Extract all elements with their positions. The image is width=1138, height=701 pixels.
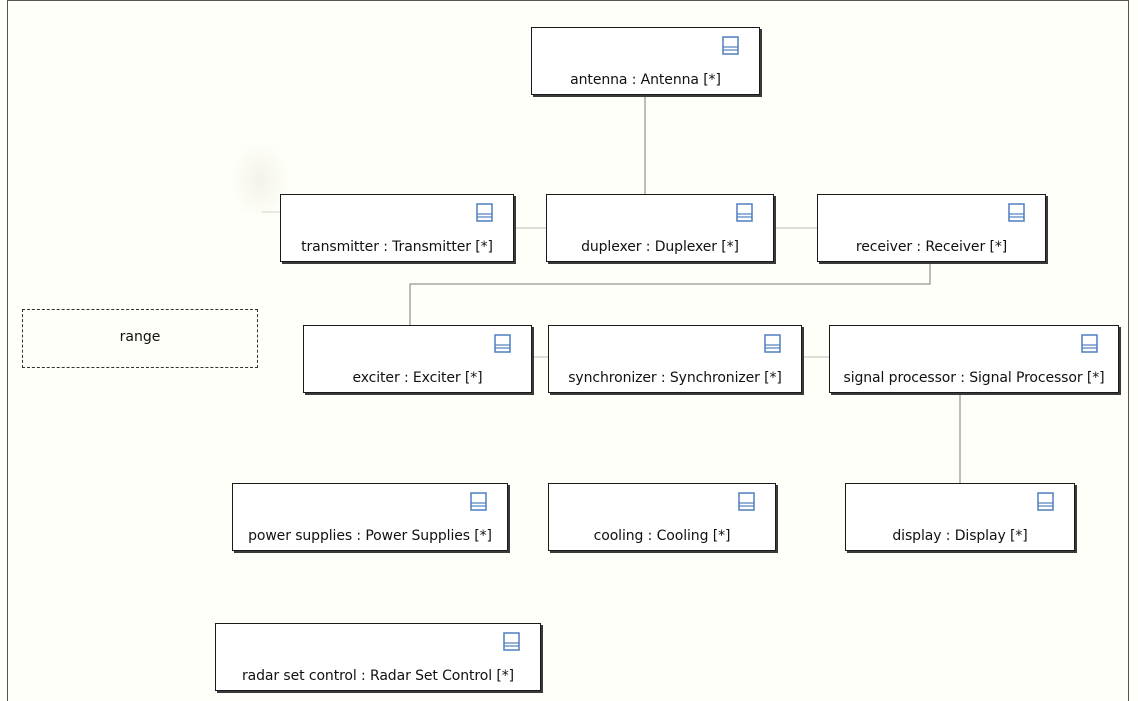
range-annotation[interactable]: range — [22, 309, 258, 368]
part-icon — [764, 334, 781, 353]
part-label: duplexer : Duplexer [*] — [581, 239, 739, 255]
frame-border-top — [7, 0, 1129, 1]
part-icon — [1037, 492, 1054, 511]
part-display[interactable]: display : Display [*] — [845, 483, 1075, 551]
part-label: display : Display [*] — [892, 528, 1028, 544]
connector-receiver-exciter[interactable] — [409, 262, 931, 326]
part-label: signal processor : Signal Processor [*] — [843, 370, 1105, 386]
part-synchronizer[interactable]: synchronizer : Synchronizer [*] — [548, 325, 802, 393]
part-icon — [1008, 203, 1025, 222]
part-exciter[interactable]: exciter : Exciter [*] — [303, 325, 532, 393]
part-icon — [722, 36, 739, 55]
part-duplexer[interactable]: duplexer : Duplexer [*] — [546, 194, 774, 262]
part-transmitter[interactable]: transmitter : Transmitter [*] — [280, 194, 514, 262]
part-label: antenna : Antenna [*] — [570, 72, 721, 88]
frame-border-left — [7, 0, 8, 701]
part-radar-set-control[interactable]: radar set control : Radar Set Control [*… — [215, 623, 541, 691]
part-icon — [738, 492, 755, 511]
frame-border-right — [1128, 0, 1129, 701]
part-cooling[interactable]: cooling : Cooling [*] — [548, 483, 776, 551]
part-label: receiver : Receiver [*] — [855, 239, 1008, 255]
part-label: exciter : Exciter [*] — [352, 370, 483, 386]
part-label: synchronizer : Synchronizer [*] — [568, 370, 782, 386]
part-label: transmitter : Transmitter [*] — [301, 239, 493, 255]
part-label: cooling : Cooling [*] — [593, 528, 731, 544]
part-receiver[interactable]: receiver : Receiver [*] — [817, 194, 1046, 262]
part-power-supplies[interactable]: power supplies : Power Supplies [*] — [232, 483, 508, 551]
range-label: range — [119, 329, 161, 345]
part-signal-processor[interactable]: signal processor : Signal Processor [*] — [829, 325, 1119, 393]
part-icon — [1081, 334, 1098, 353]
part-label: radar set control : Radar Set Control [*… — [242, 668, 514, 684]
part-icon — [503, 632, 520, 651]
part-icon — [736, 203, 753, 222]
part-icon — [470, 492, 487, 511]
part-icon — [476, 203, 493, 222]
part-antenna[interactable]: antenna : Antenna [*] — [531, 27, 760, 95]
part-icon — [494, 334, 511, 353]
part-label: power supplies : Power Supplies [*] — [248, 528, 492, 544]
